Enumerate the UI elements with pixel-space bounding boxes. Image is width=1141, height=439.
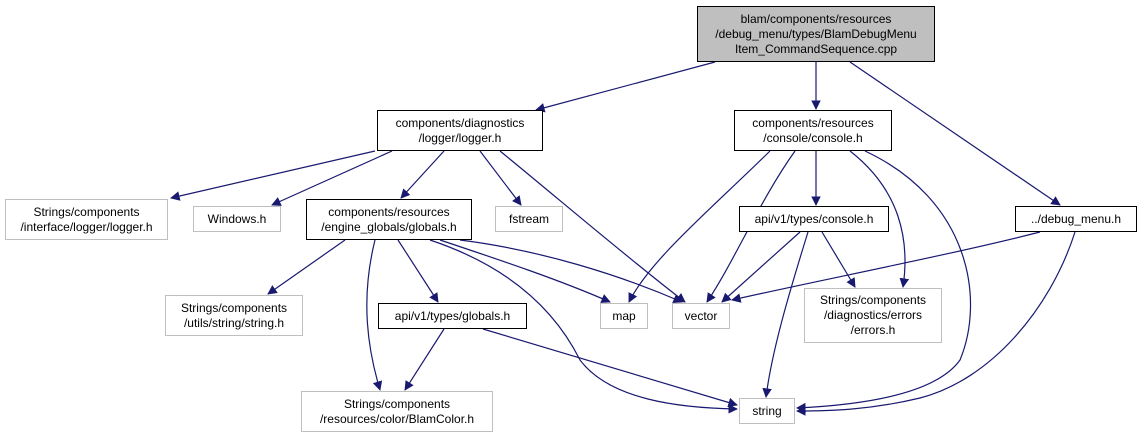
node-api-globals-h[interactable]: api/v1/types/globals.h bbox=[378, 303, 527, 329]
node-strings-string-h: Strings/components/utils/string/string.h bbox=[165, 295, 303, 336]
edge-console-errors bbox=[849, 150, 910, 288]
edge-globals-map bbox=[439, 239, 611, 303]
edge-globals-stringsstr bbox=[267, 239, 346, 295]
edge-logger-windows bbox=[271, 150, 393, 206]
edge-root-logger bbox=[535, 61, 716, 113]
edge-console-string bbox=[796, 150, 972, 413]
edge-debugmenu-vector bbox=[731, 231, 1041, 303]
node-string: string bbox=[739, 398, 795, 424]
edge-logger-fstream bbox=[479, 150, 522, 206]
node-debug-menu-h[interactable]: ../debug_menu.h bbox=[1015, 206, 1137, 232]
node-strings-blamcolor-h: Strings/components/resources/color/BlamC… bbox=[301, 391, 493, 432]
node-map: map bbox=[600, 303, 648, 329]
edge-console-map bbox=[628, 150, 771, 303]
edge-logger-vector bbox=[499, 150, 686, 303]
edge-globals-vector bbox=[459, 239, 683, 303]
node-console-h[interactable]: components/resources/console/console.h bbox=[734, 110, 892, 151]
node-root-file: blam/components/resources/debug_menu/typ… bbox=[697, 6, 935, 62]
edge-apiglobals-color bbox=[404, 328, 445, 391]
node-globals-h[interactable]: components/resources/engine_globals/glob… bbox=[306, 199, 472, 240]
edge-globals-string bbox=[429, 239, 738, 414]
node-strings-logger-h: Strings/components/interface/logger/logg… bbox=[5, 199, 168, 240]
edge-globals-apiglobals bbox=[397, 239, 439, 303]
edge-logger-globals bbox=[400, 150, 445, 199]
edge-apiconsole-string bbox=[762, 231, 809, 398]
edge-globals-color bbox=[366, 239, 383, 391]
node-vector: vector bbox=[672, 303, 730, 329]
node-fstream: fstream bbox=[495, 206, 563, 232]
edges bbox=[170, 61, 1076, 416]
node-logger-h[interactable]: components/diagnostics/logger/logger.h bbox=[377, 110, 543, 151]
edge-debugmenu-string bbox=[796, 231, 1076, 416]
edge-apiconsole-errors bbox=[821, 231, 856, 288]
node-api-console-h[interactable]: api/v1/types/console.h bbox=[739, 206, 889, 232]
edge-apiglobals-string bbox=[482, 328, 738, 408]
node-strings-errors-h: Strings/components/diagnostics/errors/er… bbox=[804, 288, 942, 343]
node-windows-h: Windows.h bbox=[193, 206, 281, 232]
edge-logger-stringslog bbox=[170, 150, 376, 201]
edge-apiconsole-vector bbox=[721, 231, 801, 303]
edge-root-debugmenu bbox=[849, 61, 1061, 206]
